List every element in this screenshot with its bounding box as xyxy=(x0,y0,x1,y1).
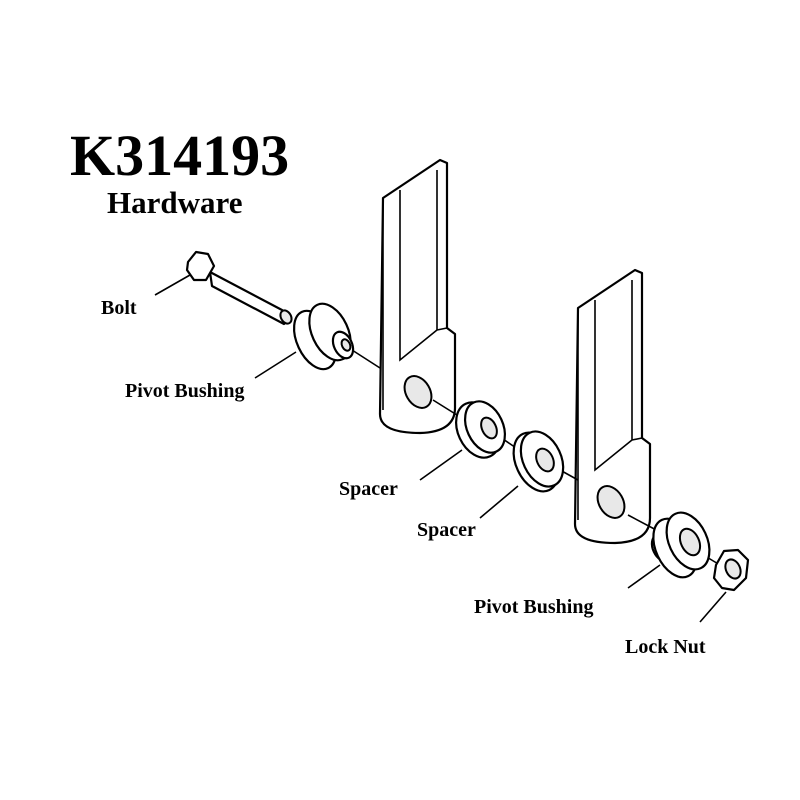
label-pivot-bushing-1: Pivot Bushing xyxy=(125,380,244,402)
label-spacer-1: Spacer xyxy=(339,478,398,500)
pivot-bushing-1-part xyxy=(292,302,355,371)
spacer-1-part xyxy=(455,400,507,459)
label-lock-nut: Lock Nut xyxy=(625,636,706,658)
spacer-2-part xyxy=(512,430,565,493)
label-spacer-2: Spacer xyxy=(417,519,476,541)
lock-nut-part xyxy=(712,548,750,592)
label-pivot-bushing-2: Pivot Bushing xyxy=(474,596,593,618)
pivot-bushing-2-part xyxy=(650,511,711,579)
subtitle: Hardware xyxy=(107,185,242,220)
bolt-part xyxy=(185,250,293,326)
label-bolt: Bolt xyxy=(101,297,137,319)
part-number-title: K314193 xyxy=(70,123,289,188)
blade-2 xyxy=(573,268,652,545)
blade-1 xyxy=(378,158,457,435)
